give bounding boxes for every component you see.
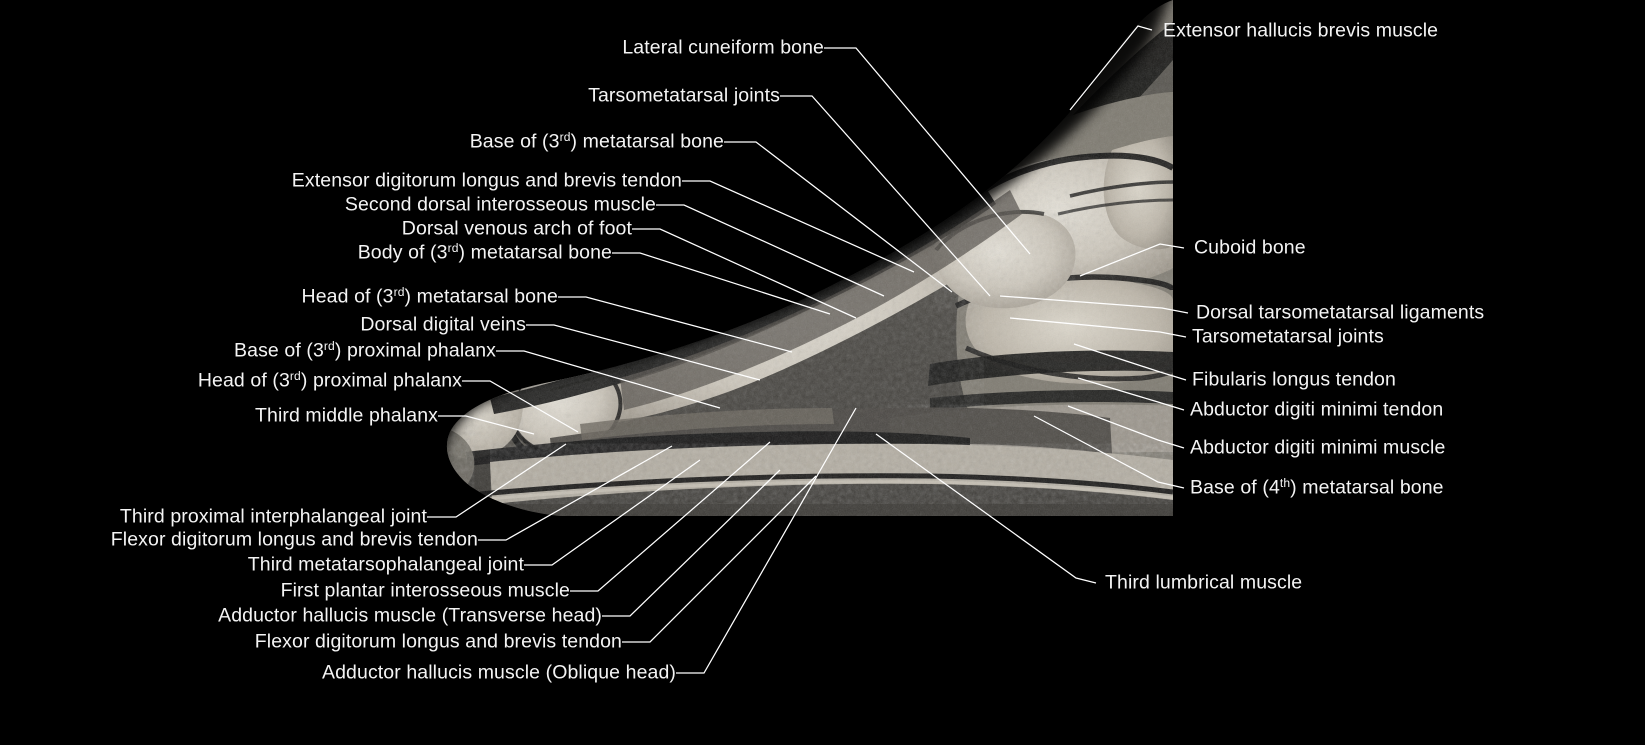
label-dorsal-venous-arch-of-foot: Dorsal venous arch of foot (401, 217, 632, 240)
label-lateral-cuneiform-bone: Lateral cuneiform bone (622, 36, 824, 59)
label-tarsometatarsal-joints-right: Tarsometatarsal joints (1192, 325, 1384, 348)
label-head-of-3rd-metatarsal-bone: Head of (3rd) metatarsal bone (301, 284, 558, 308)
label-adductor-hallucis-transverse-head: Adductor hallucis muscle (Transverse hea… (218, 604, 602, 627)
label-third-middle-phalanx: Third middle phalanx (254, 404, 438, 427)
label-fibularis-longus-tendon: Fibularis longus tendon (1192, 368, 1396, 391)
label-dorsal-digital-veins: Dorsal digital veins (360, 313, 526, 336)
label-third-lumbrical-muscle: Third lumbrical muscle (1105, 571, 1303, 594)
label-abductor-digiti-minimi-tendon: Abductor digiti minimi tendon (1190, 398, 1444, 421)
label-base-of-3rd-metatarsal-bone: Base of (3rd) metatarsal bone (469, 129, 724, 153)
label-first-plantar-interosseous-muscle: First plantar interosseous muscle (280, 579, 570, 602)
label-extensor-digitorum-longus-brevis-tendon: Extensor digitorum longus and brevis ten… (291, 169, 682, 192)
label-abductor-digiti-minimi-muscle: Abductor digiti minimi muscle (1190, 436, 1446, 459)
label-second-dorsal-interosseous-muscle: Second dorsal interosseous muscle (344, 193, 656, 216)
label-adductor-hallucis-oblique-head: Adductor hallucis muscle (Oblique head) (322, 661, 676, 684)
label-flexor-digitorum-longus-brevis-tendon-1: Flexor digitorum longus and brevis tendo… (110, 528, 478, 551)
label-body-of-3rd-metatarsal-bone: Body of (3rd) metatarsal bone (357, 240, 612, 264)
label-extensor-hallucis-brevis-muscle: Extensor hallucis brevis muscle (1163, 19, 1439, 42)
label-tarsometatarsal-joints-left: Tarsometatarsal joints (588, 84, 780, 107)
label-dorsal-tarsometatarsal-ligaments: Dorsal tarsometatarsal ligaments (1196, 301, 1485, 324)
label-third-metatarsophalangeal-joint: Third metatarsophalangeal joint (247, 553, 524, 576)
label-base-of-3rd-proximal-phalanx: Base of (3rd) proximal phalanx (234, 338, 496, 362)
label-third-proximal-interphalangeal-joint: Third proximal interphalangeal joint (119, 505, 427, 528)
label-base-of-4th-metatarsal-bone: Base of (4th) metatarsal bone (1190, 475, 1444, 499)
label-head-of-3rd-proximal-phalanx: Head of (3rd) proximal phalanx (197, 368, 462, 392)
label-cuboid-bone: Cuboid bone (1194, 236, 1306, 259)
label-flexor-digitorum-longus-brevis-tendon-2: Flexor digitorum longus and brevis tendo… (254, 630, 622, 653)
